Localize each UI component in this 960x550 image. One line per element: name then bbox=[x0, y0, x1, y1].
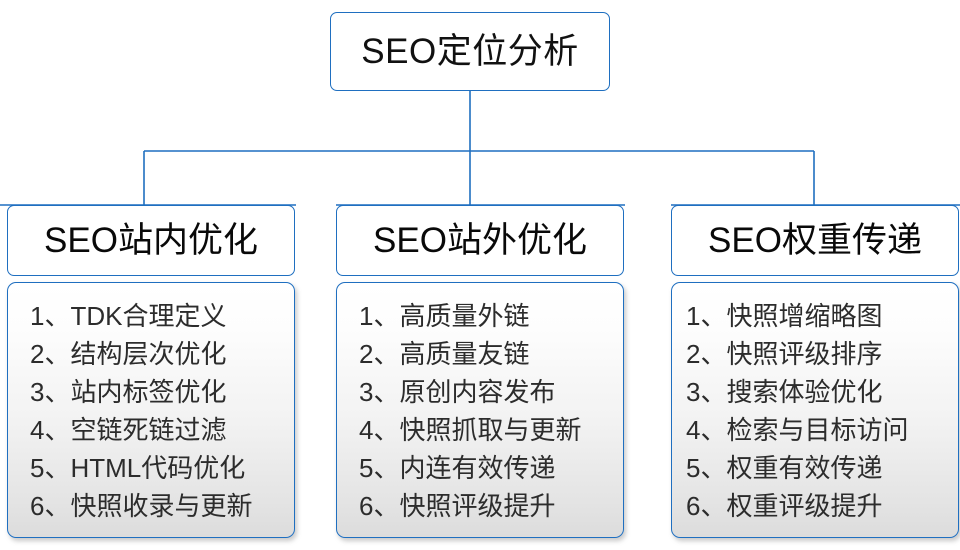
root-node-label: SEO定位分析 bbox=[361, 32, 579, 71]
list-item-text: 搜索体验优化 bbox=[726, 377, 883, 407]
list-item-text: 站内标签优化 bbox=[70, 377, 227, 407]
list-item-text: 检索与目标访问 bbox=[726, 415, 909, 445]
list-item-text: 空链死链过滤 bbox=[70, 415, 227, 445]
list-item-index: 1、 bbox=[359, 301, 400, 331]
list-item: 6、 快照评级提升 bbox=[337, 487, 623, 525]
list-item-text: 快照评级提升 bbox=[399, 491, 556, 521]
list-item: 2、 快照评级排序 bbox=[672, 335, 958, 373]
list-item-index: 6、 bbox=[686, 491, 727, 521]
list-item-text: 快照抓取与更新 bbox=[399, 415, 582, 445]
branch-header-label: SEO站外优化 bbox=[373, 221, 587, 260]
list-item: 1、 高质量外链 bbox=[337, 297, 623, 335]
list-item-index: 4、 bbox=[359, 415, 400, 445]
list-item-index: 2、 bbox=[30, 339, 71, 369]
list-item: 1、 快照增缩略图 bbox=[672, 297, 958, 335]
list-item-index: 1、 bbox=[30, 301, 71, 331]
list-item-index: 5、 bbox=[686, 453, 727, 483]
list-item-text: 快照增缩略图 bbox=[726, 301, 883, 331]
list-item-index: 4、 bbox=[686, 415, 727, 445]
branch-header-on-site[interactable]: SEO站内优化 bbox=[7, 205, 295, 276]
list-item-text: 原创内容发布 bbox=[399, 377, 556, 407]
list-item-text: HTML代码优化 bbox=[70, 453, 246, 483]
list-item: 3、 原创内容发布 bbox=[337, 373, 623, 411]
list-item: 5、 权重有效传递 bbox=[672, 449, 958, 487]
branch-column-weight-transfer: SEO权重传递 1、 快照增缩略图 2、 快照评级排序 3、 搜索体验优化 4、… bbox=[671, 205, 959, 538]
list-item: 1、 TDK合理定义 bbox=[8, 297, 294, 335]
list-item-text: 结构层次优化 bbox=[70, 339, 227, 369]
list-item-index: 3、 bbox=[30, 377, 71, 407]
list-item-text: 快照评级排序 bbox=[726, 339, 883, 369]
list-item: 2、 结构层次优化 bbox=[8, 335, 294, 373]
list-item-index: 3、 bbox=[359, 377, 400, 407]
list-item: 4、 空链死链过滤 bbox=[8, 411, 294, 449]
list-item: 3、 搜索体验优化 bbox=[672, 373, 958, 411]
list-item-index: 1、 bbox=[686, 301, 727, 331]
list-item: 4、 检索与目标访问 bbox=[672, 411, 958, 449]
root-node[interactable]: SEO定位分析 bbox=[330, 12, 610, 91]
list-item-text: 高质量友链 bbox=[399, 339, 530, 369]
branch-header-label: SEO权重传递 bbox=[708, 221, 922, 260]
branch-list-off-site: 1、 高质量外链 2、 高质量友链 3、 原创内容发布 4、 快照抓取与更新 5… bbox=[336, 282, 624, 538]
list-item-text: 内连有效传递 bbox=[399, 453, 556, 483]
list-item-text: 高质量外链 bbox=[399, 301, 530, 331]
branch-header-weight-transfer[interactable]: SEO权重传递 bbox=[671, 205, 959, 276]
list-item-text: TDK合理定义 bbox=[70, 301, 227, 331]
list-item: 4、 快照抓取与更新 bbox=[337, 411, 623, 449]
branch-column-off-site: SEO站外优化 1、 高质量外链 2、 高质量友链 3、 原创内容发布 4、 快… bbox=[336, 205, 624, 538]
list-item-text: 权重评级提升 bbox=[726, 491, 883, 521]
branch-header-label: SEO站内优化 bbox=[44, 221, 258, 260]
list-item-index: 5、 bbox=[30, 453, 71, 483]
list-item: 5、 HTML代码优化 bbox=[8, 449, 294, 487]
list-item: 5、 内连有效传递 bbox=[337, 449, 623, 487]
list-item-text: 快照收录与更新 bbox=[70, 491, 253, 521]
list-item: 2、 高质量友链 bbox=[337, 335, 623, 373]
list-item-index: 6、 bbox=[30, 491, 71, 521]
list-item-index: 2、 bbox=[686, 339, 727, 369]
list-item: 6、 快照收录与更新 bbox=[8, 487, 294, 525]
branch-list-on-site: 1、 TDK合理定义 2、 结构层次优化 3、 站内标签优化 4、 空链死链过滤… bbox=[7, 282, 295, 538]
branch-column-on-site: SEO站内优化 1、 TDK合理定义 2、 结构层次优化 3、 站内标签优化 4… bbox=[7, 205, 295, 538]
branch-list-weight-transfer: 1、 快照增缩略图 2、 快照评级排序 3、 搜索体验优化 4、 检索与目标访问… bbox=[671, 282, 959, 538]
list-item-text: 权重有效传递 bbox=[726, 453, 883, 483]
branch-header-off-site[interactable]: SEO站外优化 bbox=[336, 205, 624, 276]
list-item: 6、 权重评级提升 bbox=[672, 487, 958, 525]
list-item-index: 6、 bbox=[359, 491, 400, 521]
list-item-index: 2、 bbox=[359, 339, 400, 369]
list-item-index: 5、 bbox=[359, 453, 400, 483]
list-item: 3、 站内标签优化 bbox=[8, 373, 294, 411]
list-item-index: 4、 bbox=[30, 415, 71, 445]
list-item-index: 3、 bbox=[686, 377, 727, 407]
